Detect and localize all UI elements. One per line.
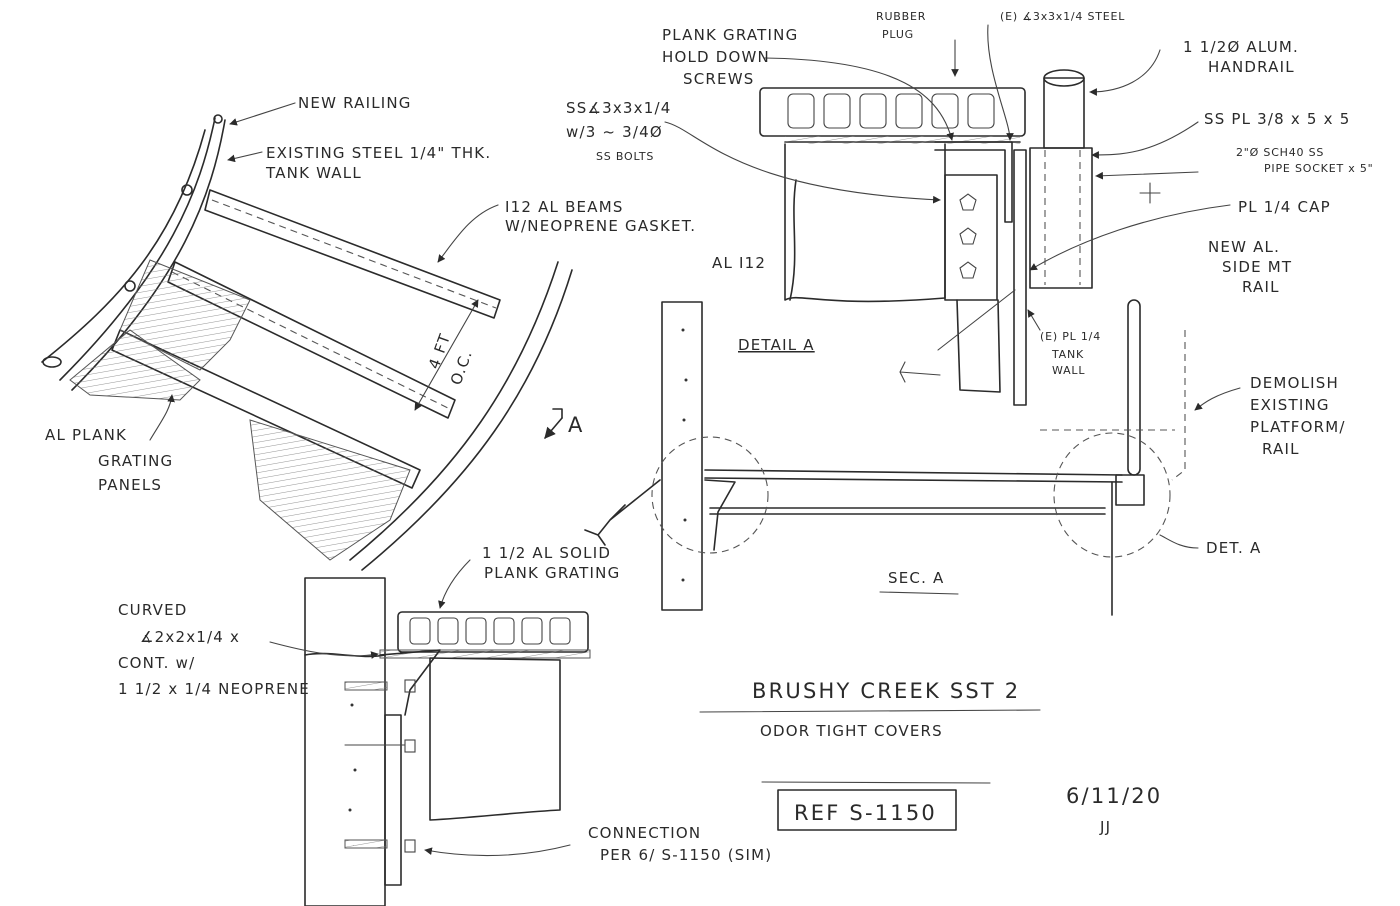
tank-wall-left — [59, 117, 216, 381]
label-ss-angle-line3: SS BOLTS — [596, 150, 654, 163]
label-new-railing: NEW RAILING — [298, 94, 412, 112]
section-a-drawing — [651, 299, 1241, 616]
label-rubber-line2: PLUG — [882, 28, 914, 41]
label-cap: PL 1/4 CAP — [1238, 198, 1331, 216]
label-curved-line1: CURVED — [118, 601, 188, 619]
label-spacing-line2: O.C. — [447, 347, 476, 387]
label-beams-line2: W/NEOPRENE GASKET. — [505, 217, 696, 235]
label-ss-plate: SS PL 3/8 x 5 x 5 — [1204, 110, 1350, 128]
section-a-title: SEC. A — [888, 569, 944, 587]
al-beam-1 — [204, 189, 501, 319]
label-demolish-line3: PLATFORM/ — [1250, 418, 1346, 436]
label-connection-line1: CONNECTION — [588, 824, 701, 842]
detail-a-drawing — [664, 24, 1231, 406]
label-beams-line1: I12 AL BEAMS — [505, 198, 624, 216]
label-pipe-socket-line2: PIPE SOCKET x 5" — [1264, 162, 1374, 175]
label-demolish-line2: EXISTING — [1250, 396, 1330, 414]
label-handrail-line2: HANDRAIL — [1208, 58, 1295, 76]
label-spacing-line1: 4 FT — [425, 331, 454, 372]
label-tank-plate-line2: TANK — [1051, 348, 1084, 361]
label-curved-line2: ∡2x2x1/4 x — [140, 628, 240, 646]
label-hold-down-line1: PLANK GRATING — [662, 26, 798, 44]
label-hold-down-line3: SCREWS — [683, 70, 754, 88]
detail-a-title: DETAIL A — [738, 336, 815, 354]
label-curved-line3: CONT. w/ — [118, 654, 195, 672]
project-title: BRUSHY CREEK SST 2 — [752, 679, 1020, 703]
label-ss-angle-line1: SS∡3x3x1/4 — [566, 99, 671, 117]
project-subtitle: ODOR TIGHT COVERS — [760, 722, 943, 740]
label-new-rail-line1: NEW AL. — [1208, 238, 1280, 256]
label-curved-line4: 1 1/2 x 1/4 NEOPRENE — [118, 680, 310, 698]
sheet-date: 6/11/20 — [1066, 784, 1162, 808]
label-rubber-line1: RUBBER — [876, 10, 926, 23]
grating-panel-1 — [119, 259, 251, 371]
label-beam: AL I12 — [712, 254, 766, 272]
label-handrail-line1: 1 1/2Ø ALUM. — [1183, 38, 1299, 56]
label-solid-grating-line2: PLANK GRATING — [484, 564, 620, 582]
label-tank-plate-line3: WALL — [1052, 364, 1085, 377]
grating-panel-2 — [69, 329, 201, 401]
label-det-a-ref: DET. A — [1206, 539, 1261, 557]
label-demolish-line1: DEMOLISH — [1250, 374, 1339, 392]
label-tank-wall-line2: TANK WALL — [265, 164, 362, 182]
label-demolish-line4: RAIL — [1262, 440, 1300, 458]
label-existing-angle: (E) ∡3x3x1/4 STEEL — [1000, 10, 1125, 23]
plan-view — [41, 102, 661, 571]
section-mark: A — [568, 413, 585, 437]
grating-panel-3 — [249, 419, 411, 561]
label-tank-wall-line1: EXISTING STEEL 1/4" THK. — [266, 144, 491, 162]
connection-detail-drawing — [269, 559, 591, 906]
label-ss-angle-line2: w/3 ~ 3/4Ø — [566, 123, 663, 141]
label-hold-down-line2: HOLD DOWN — [662, 48, 770, 66]
label-grating-line1: AL PLANK — [45, 426, 127, 444]
label-tank-plate-line1: (E) PL 1/4 — [1040, 330, 1101, 343]
label-grating-line3: PANELS — [98, 476, 162, 494]
label-grating-line2: GRATING — [98, 452, 173, 470]
label-connection-line2: PER 6/ S-1150 (SIM) — [600, 846, 772, 864]
label-new-rail-line3: RAIL — [1242, 278, 1280, 296]
tank-wall-right — [349, 261, 559, 561]
label-pipe-socket-line1: 2"Ø SCH40 SS — [1236, 146, 1324, 159]
sheet-initials: JJ — [1099, 818, 1111, 836]
label-solid-grating-line1: 1 1/2 AL SOLID — [482, 544, 611, 562]
label-new-rail-line2: SIDE MT — [1222, 258, 1292, 276]
ref-number: REF S-1150 — [794, 801, 937, 825]
